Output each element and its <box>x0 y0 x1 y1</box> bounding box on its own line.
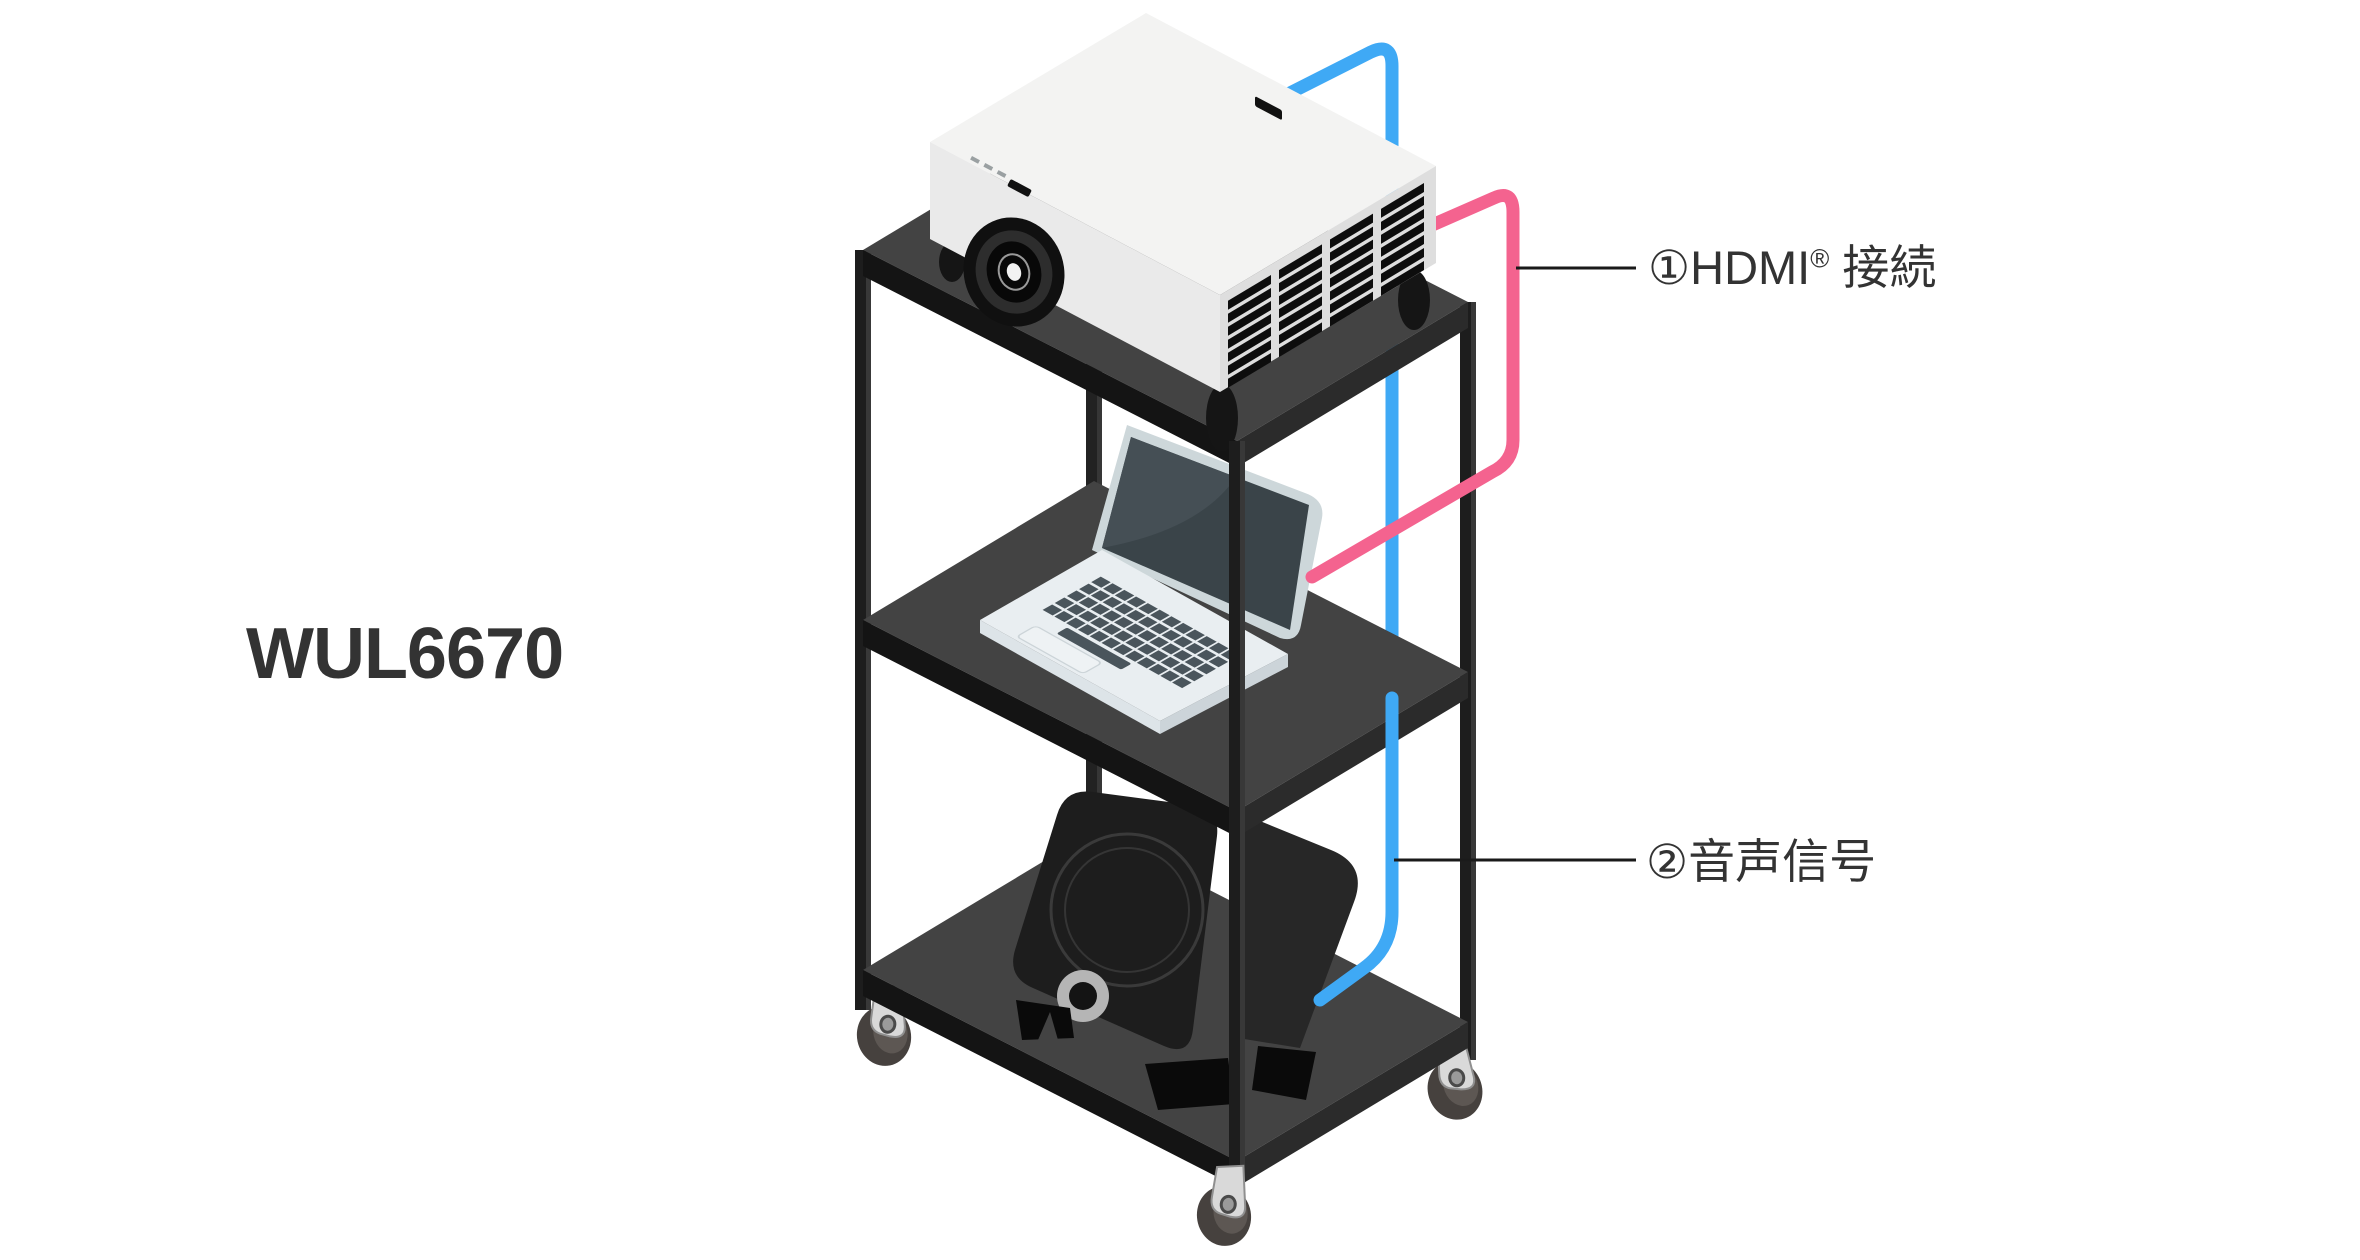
model-label: WUL6670 <box>246 614 564 694</box>
projector-indicator-lights <box>970 156 1032 197</box>
cables-behind <box>1273 42 1520 707</box>
laptop-deck-front-left <box>980 620 1160 734</box>
callout-audio: ②音声信号 <box>1646 838 1876 885</box>
hdmi-cable-upper <box>1423 189 1520 307</box>
laptop-screen-sheen <box>1102 437 1236 548</box>
laptop-illustration <box>980 425 1323 734</box>
callout-leaders <box>1394 266 1636 862</box>
projector-top-slot <box>1255 96 1282 120</box>
callout-hdmi-text: ①HDMI <box>1648 241 1811 294</box>
cart-leg-front <box>1184 441 1265 1258</box>
projector-lens <box>963 217 1065 327</box>
audio-cable-lower <box>1313 691 1399 1007</box>
speaker-foot-left <box>1016 1000 1074 1040</box>
hdmi-cable-lower <box>1305 291 1520 584</box>
callout-hdmi: ①HDMI® 接続 <box>1648 244 1936 291</box>
projector-left-face <box>930 142 1220 392</box>
callout-hdmi-suffix: 接続 <box>1829 241 1937 294</box>
cables-front <box>1305 291 1520 1007</box>
speaker-woofer-ring <box>1049 832 1205 988</box>
registered-trademark-symbol: ® <box>1810 245 1830 274</box>
laptop-deck-front-right <box>1160 654 1288 734</box>
laptop-deck-top <box>980 550 1288 721</box>
callout-audio-text: ②音声信号 <box>1646 835 1877 888</box>
audio-cable-upper <box>1273 42 1399 707</box>
projector-top-face <box>930 13 1436 295</box>
projector-foot-right <box>1398 270 1430 330</box>
speaker-shadow <box>1252 1046 1316 1100</box>
laptop-spacebar <box>1057 628 1131 670</box>
projector-foot-front <box>1206 384 1238 452</box>
laptop-trackpad <box>1017 626 1101 674</box>
speaker-side-panel <box>1238 812 1358 1048</box>
speaker-foot-front <box>1145 1058 1234 1110</box>
projector-illustration <box>930 13 1436 452</box>
speaker-illustration <box>1013 791 1358 1110</box>
